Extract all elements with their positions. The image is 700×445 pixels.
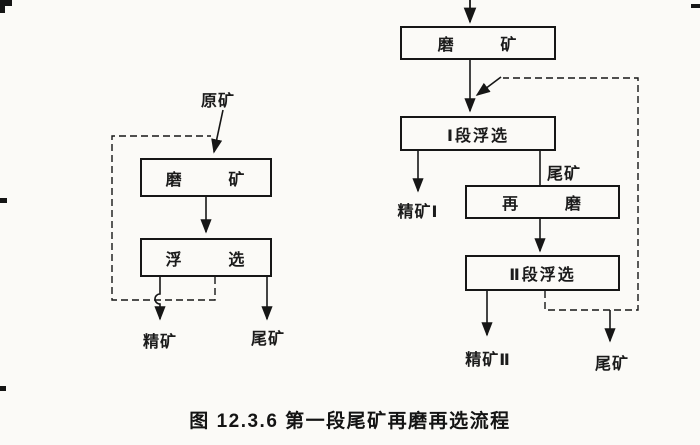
figure-caption: 图 12.3.6 第一段尾矿再磨再选流程 xyxy=(189,411,511,432)
right-intermediate-tailings-label: 尾矿 xyxy=(547,166,582,183)
right-regrind-box: 再 磨 xyxy=(465,185,620,219)
scan-artifact xyxy=(0,198,7,203)
left-feed-arrow xyxy=(211,109,224,154)
left-recycle-dashed-line xyxy=(111,135,216,301)
right-recycle-join-arrow xyxy=(475,76,502,96)
right-grinding-box: 磨 矿 xyxy=(400,26,556,60)
scan-artifact xyxy=(0,386,6,391)
right-stage2-flotation-box: Ⅱ段浮选 xyxy=(465,255,620,291)
scan-artifact xyxy=(0,0,12,6)
scan-artifact xyxy=(0,0,5,13)
left-grinding-box: 磨 矿 xyxy=(140,158,272,197)
right-concentrate2-label: 精矿Ⅱ xyxy=(465,352,511,369)
right-recycle-dashed-line xyxy=(503,77,639,311)
right-tailings-label: 尾矿 xyxy=(594,356,629,373)
right-concentrate1-label: 精矿Ⅰ xyxy=(397,204,439,221)
scan-artifact xyxy=(691,4,700,8)
left-tailings-label: 尾矿 xyxy=(250,331,285,348)
left-concentrate-label: 精矿 xyxy=(142,334,177,351)
right-stage1-flotation-box: Ⅰ段浮选 xyxy=(400,116,556,151)
left-flotation-box: 浮 选 xyxy=(140,238,272,277)
left-feed-label: 原矿 xyxy=(200,93,235,110)
left-concentrate-arrow xyxy=(154,277,166,321)
